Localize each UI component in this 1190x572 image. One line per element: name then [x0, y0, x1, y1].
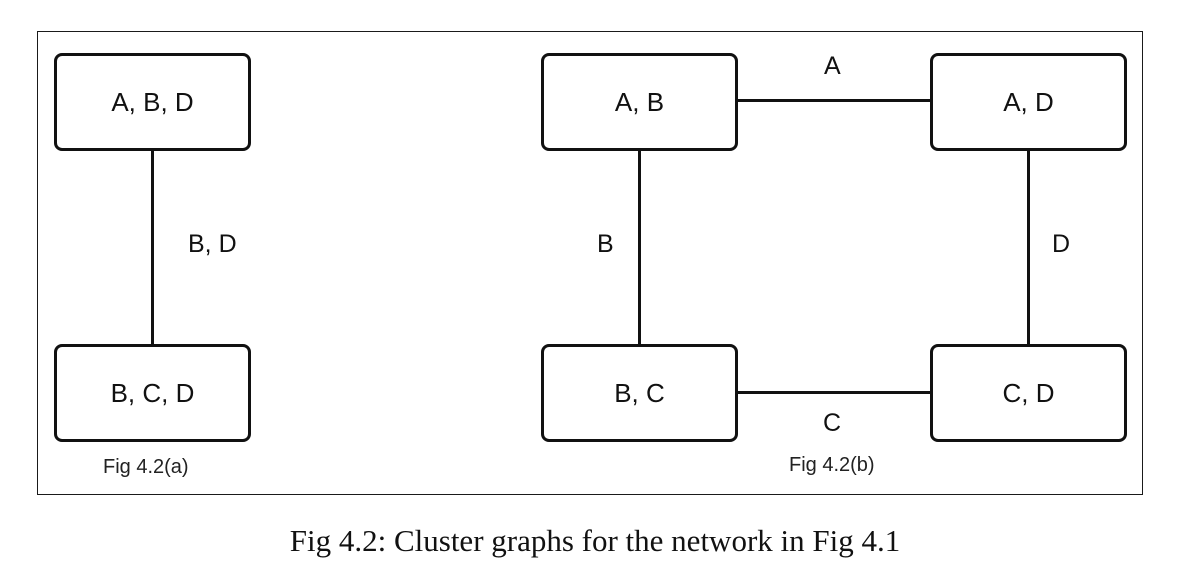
cluster-edge-ab-ad	[738, 99, 930, 102]
separator-label-bd: B, D	[188, 230, 237, 258]
cluster-node-ad: A, D	[930, 53, 1127, 151]
separator-label-d: D	[1052, 230, 1071, 258]
cluster-node-label: A, D	[1003, 86, 1054, 117]
cluster-edge-ad-cd	[1027, 151, 1030, 345]
cluster-node-label: B, C, D	[110, 377, 195, 408]
cluster-node-ab: A, B	[541, 53, 738, 151]
separator-label-c: C	[823, 409, 842, 437]
cluster-node-abd: A, B, D	[54, 53, 251, 151]
cluster-node-label: C, D	[1002, 377, 1055, 408]
cluster-node-bc: B, C	[541, 344, 738, 442]
cluster-node-label: A, B	[614, 86, 665, 117]
figure-frame	[37, 31, 1143, 495]
cluster-edge-ab-bc	[638, 151, 641, 345]
cluster-edge-abd-bcd	[151, 151, 154, 345]
cluster-node-label: B, C	[614, 377, 665, 408]
sub-figure-label-a: Fig 4.2(a)	[103, 456, 189, 478]
cluster-node-label: A, B, D	[111, 86, 194, 117]
cluster-node-bcd: B, C, D	[54, 344, 251, 442]
separator-label-b: B	[597, 230, 614, 258]
figure-caption: Fig 4.2: Cluster graphs for the network …	[289, 523, 901, 558]
sub-figure-label-b: Fig 4.2(b)	[789, 454, 875, 476]
cluster-edge-bc-cd	[738, 391, 930, 394]
separator-label-a: A	[824, 52, 841, 80]
cluster-node-cd: C, D	[930, 344, 1127, 442]
